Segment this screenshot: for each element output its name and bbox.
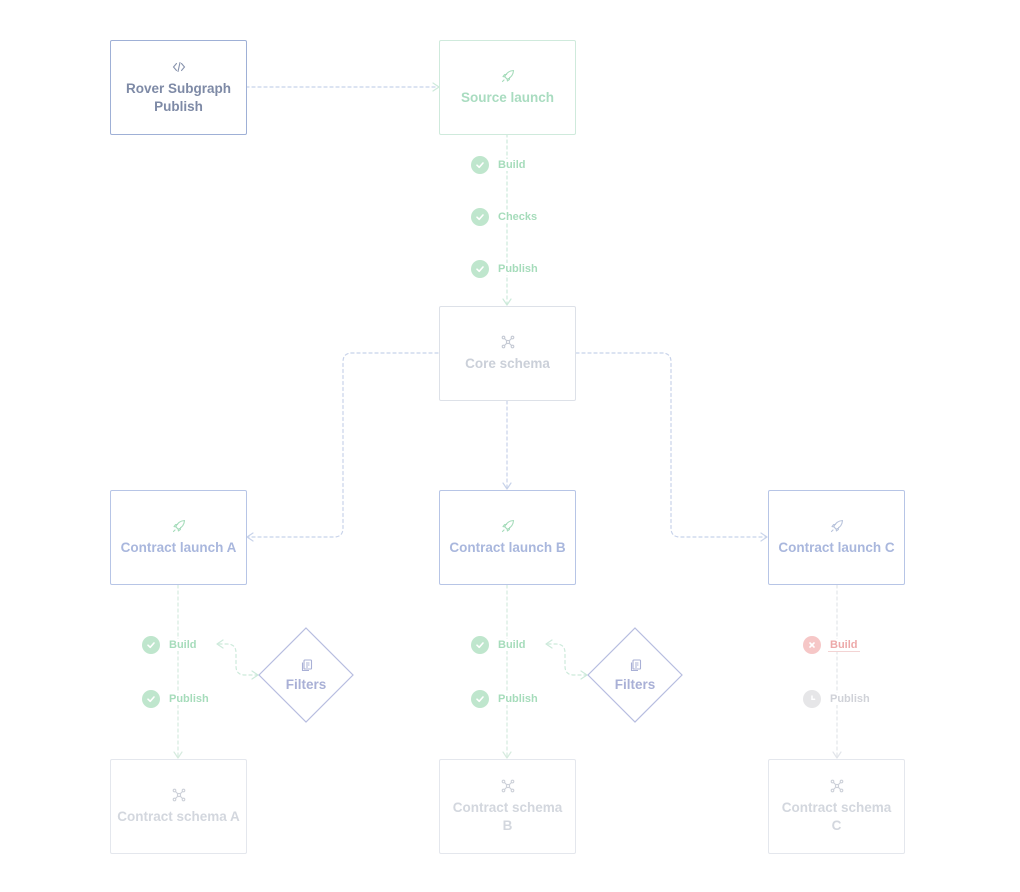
node-label: Contract schema C (781, 799, 892, 833)
x-circle-icon (803, 636, 821, 654)
filters-a-node[interactable]: Filters (258, 627, 354, 723)
arrowhead-filters-b (545, 639, 553, 649)
rocket-icon (501, 519, 514, 532)
step-c-build[interactable]: Build (803, 635, 860, 655)
node-label: Contract schema A (117, 808, 240, 824)
node-label: Contract launch C (778, 539, 895, 555)
step-source-checks[interactable]: Checks (471, 207, 540, 227)
contract-schema-a-node[interactable]: Contract schema A (110, 759, 247, 854)
step-label: Checks (496, 211, 540, 223)
arrowhead-filters-b-2 (580, 670, 588, 680)
arrowhead-launch-c (760, 532, 768, 542)
node-label: Contract launch A (120, 539, 237, 555)
schema-icon (501, 335, 514, 348)
step-a-build[interactable]: Build (142, 635, 199, 655)
filters-label: Filters (614, 676, 656, 692)
edge-core-to-launch-a (247, 352, 439, 538)
edge-filters-b (546, 643, 588, 676)
step-c-publish[interactable]: Publish (803, 689, 872, 709)
rocket-icon (501, 69, 514, 82)
clock-icon (803, 690, 821, 708)
contract-launch-c-node[interactable]: Contract launch C (768, 490, 905, 585)
check-icon (471, 636, 489, 654)
node-label: Core schema (465, 355, 550, 371)
step-label: Build (167, 639, 199, 651)
diamond-shape (587, 627, 683, 723)
step-b-publish[interactable]: Publish (471, 689, 540, 709)
schema-icon (172, 788, 185, 801)
schema-icon (501, 779, 514, 792)
step-label: Publish (828, 693, 872, 705)
edge-filters-a (217, 643, 259, 676)
check-icon (471, 208, 489, 226)
step-a-publish[interactable]: Publish (142, 689, 211, 709)
step-label: Build (496, 159, 528, 171)
check-icon (471, 156, 489, 174)
arrowhead-launch-b (502, 482, 512, 490)
arrowhead-filters-a-2 (251, 670, 259, 680)
step-source-build[interactable]: Build (471, 155, 528, 175)
check-icon (471, 690, 489, 708)
filters-label: Filters (285, 676, 327, 692)
step-b-build[interactable]: Build (471, 635, 528, 655)
arrowhead-core (502, 298, 512, 306)
arrowhead-filters-a (216, 639, 224, 649)
step-label: Publish (496, 263, 540, 275)
schema-icon (830, 779, 843, 792)
source-launch-node[interactable]: Source launch (439, 40, 576, 135)
diamond-shape (258, 627, 354, 723)
arrowhead-schema-a (173, 751, 183, 759)
node-label: Contract schema B (452, 799, 563, 833)
arrowhead-schema-c (832, 751, 842, 759)
filter-copy-icon (630, 658, 641, 671)
contract-launch-b-node[interactable]: Contract launch B (439, 490, 576, 585)
rocket-icon (830, 519, 843, 532)
arrowhead-schema-b (502, 751, 512, 759)
code-icon (172, 61, 185, 72)
check-icon (142, 636, 160, 654)
step-label: Publish (496, 693, 540, 705)
contract-schema-c-node[interactable]: Contract schema C (768, 759, 905, 854)
filter-copy-icon (301, 658, 312, 671)
check-icon (142, 690, 160, 708)
node-label: Contract launch B (449, 539, 566, 555)
rover-subgraph-publish-node[interactable]: Rover Subgraph Publish (110, 40, 247, 135)
step-source-publish[interactable]: Publish (471, 259, 540, 279)
node-label: Rover Subgraph Publish (125, 80, 231, 114)
edge-core-to-launch-c (575, 352, 767, 538)
filters-b-node[interactable]: Filters (587, 627, 683, 723)
check-icon (471, 260, 489, 278)
step-label: Publish (167, 693, 211, 705)
step-label: Build (828, 638, 860, 652)
rocket-icon (172, 519, 185, 532)
core-schema-node[interactable]: Core schema (439, 306, 576, 401)
node-label: Source launch (460, 89, 555, 105)
contract-launch-a-node[interactable]: Contract launch A (110, 490, 247, 585)
step-label: Build (496, 639, 528, 651)
arrowhead-launch-a (246, 532, 254, 542)
contract-schema-b-node[interactable]: Contract schema B (439, 759, 576, 854)
